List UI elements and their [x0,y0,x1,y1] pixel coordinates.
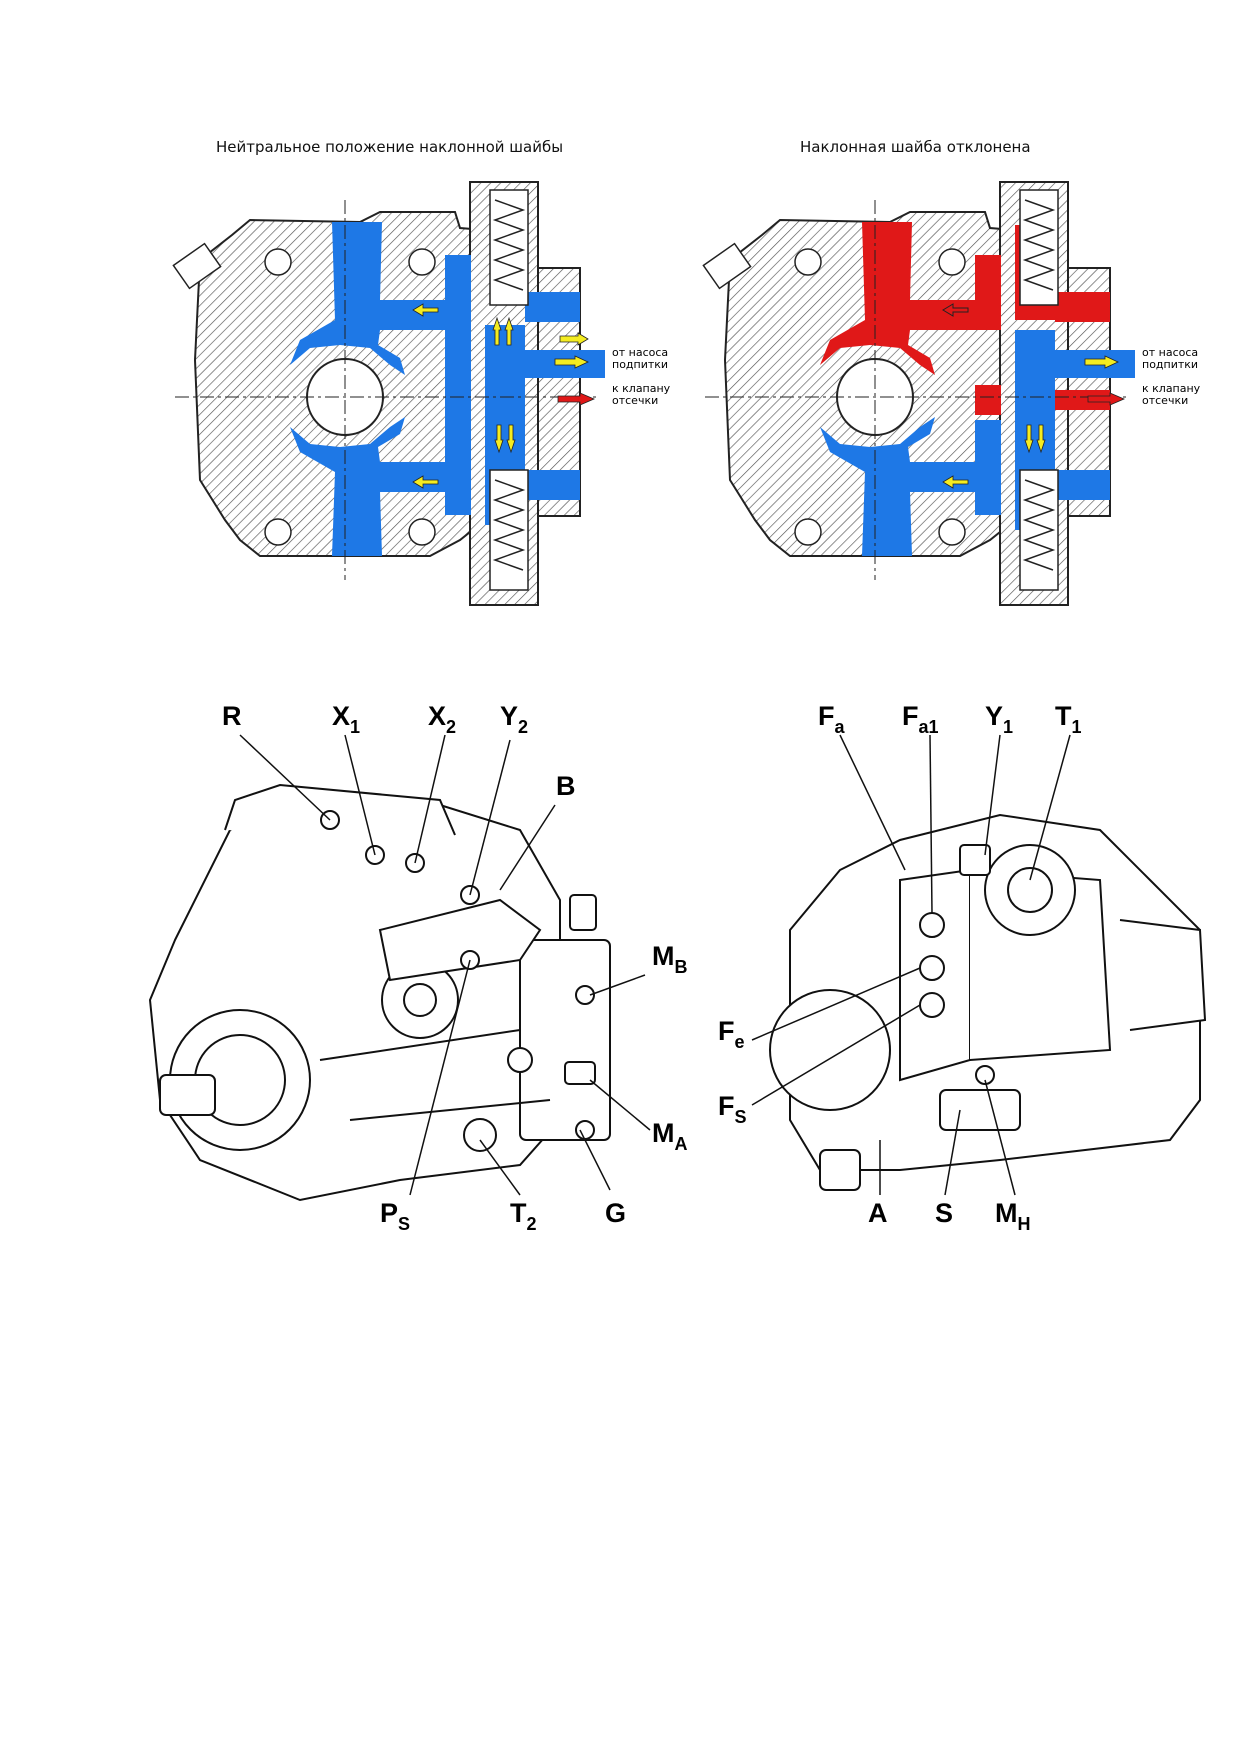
flow-label-from-pump-1: от насоса [1142,346,1198,359]
red-arrow [1087,392,1126,406]
flow-label-to-valve-1: к клапану [1142,382,1201,395]
flow-label-to-valve-1: к клапану [612,382,671,395]
port-label-FS: FS [718,1091,747,1127]
port-label-T1: T1 [1055,701,1082,737]
port-labels-right: Fa Fa1 Y1 T1 Fe FS A S MH [718,701,1082,1234]
port-label-Y2: Y2 [500,701,528,737]
port-label-Fa1: Fa1 [902,701,939,737]
port-label-S: S [935,1198,953,1228]
flow-arrows [412,303,589,489]
section-neutral: от насоса подпитки к клапану отсечки [172,181,671,606]
pump-drawing-right [769,813,1207,1191]
port-label-PS: PS [380,1198,410,1234]
bolt-holes [264,248,436,546]
springs [489,189,529,591]
port-label-R: R [222,701,242,731]
port-label-T2: T2 [510,1198,537,1234]
outline-arrow [942,303,969,317]
flow-label-from-pump-1: от насоса [612,346,668,359]
port-label-MH: MH [995,1198,1031,1234]
flow-label-to-valve-2: отсечки [612,394,658,407]
red-arrow [557,392,596,406]
connector-icon [172,242,222,290]
port-label-A: A [868,1198,888,1228]
leader-lines-right [751,734,1071,1196]
port-labels-left: R X1 X2 Y2 B MB MA PS T2 G [222,701,688,1234]
flow-arrows [942,355,1119,489]
port-label-G: G [605,1198,626,1228]
pump-drawing-left [148,783,611,1202]
bolt-holes [794,248,966,546]
flow-label-from-pump-2: подпитки [1142,358,1198,371]
caption-deflected: Наклонная шайба отклонена [800,138,1031,156]
port-label-Fe: Fe [718,1016,745,1052]
flow-label-to-valve-2: отсечки [1142,394,1188,407]
port-label-Fa: Fa [818,701,846,737]
port-label-Y1: Y1 [985,701,1013,737]
springs [1019,189,1059,591]
caption-neutral: Нейтральное положение наклонной шайбы [216,138,564,156]
connector-icon [702,242,752,290]
port-label-MB: MB [652,941,688,977]
port-label-B: B [556,771,576,801]
port-label-MA: MA [652,1118,688,1154]
flow-label-from-pump-2: подпитки [612,358,668,371]
section-deflected: от насоса подпитки к клапану отсечки [702,181,1201,606]
leader-lines-left [239,734,651,1196]
port-label-X2: X2 [428,701,456,737]
blue-channels [820,330,1135,556]
port-label-X1: X1 [332,701,360,737]
